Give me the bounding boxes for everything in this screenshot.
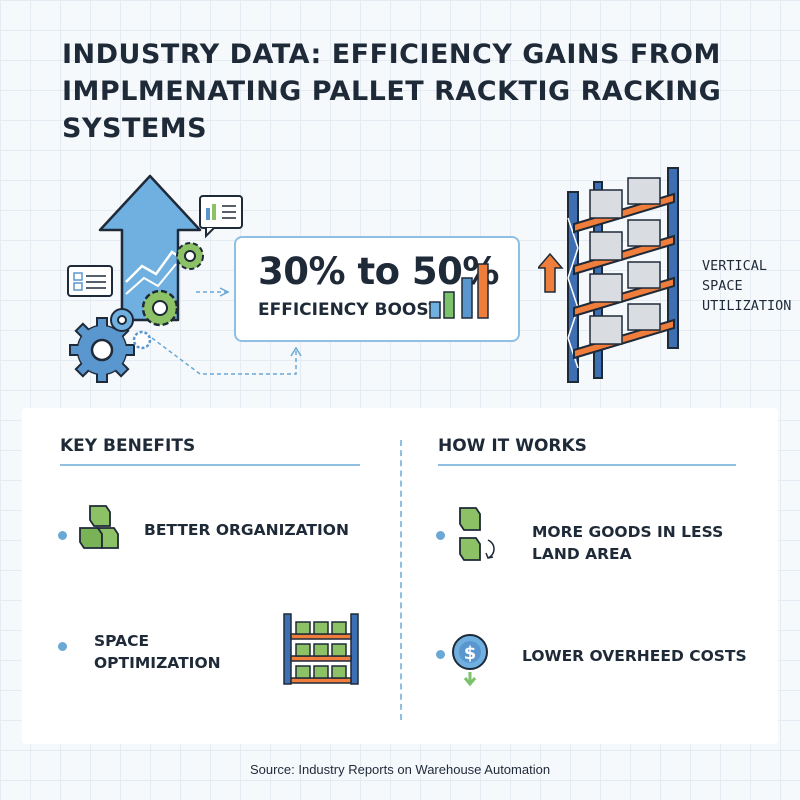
bullet-dot (436, 531, 445, 540)
pallet-rack-illustration (538, 167, 679, 383)
how-it-works-heading: HOW IT WORKS (438, 436, 587, 456)
gear-green-icon (141, 289, 179, 327)
bullet-dot (58, 642, 67, 651)
benefit-space-optimization: SPACE OPTIMIZATION (94, 632, 221, 672)
boxes-stack-arrow-icon (459, 507, 495, 561)
report-document-icon (67, 265, 113, 297)
gear-green-top-icon (176, 242, 204, 270)
gear-icon (69, 317, 135, 383)
how-it-works-rule (438, 464, 736, 466)
benefit-better-organization: BETTER ORGANIZATION (144, 521, 349, 539)
pallet-rack-icon (283, 613, 359, 685)
up-arrow-icon (538, 252, 564, 293)
benefit-lower-overhead: LOWER OVERHEED COSTS (522, 647, 747, 665)
gear-tiny-icon (132, 330, 152, 350)
chart-document-icon (199, 195, 243, 239)
title-line-2: IMPLMENATING PALLET RACKTIG RACKING SYST… (62, 76, 722, 144)
efficiency-stat-label: EFFICIENCY BOOST (258, 300, 441, 320)
bar-chart-icon (429, 263, 489, 319)
section-divider (400, 440, 402, 720)
svg-text:$: $ (464, 643, 477, 664)
title-line-1: INDUSTRY DATA: EFFICIENCY GAINS FROM (62, 39, 721, 70)
dollar-coin-down-icon: $ (452, 634, 488, 687)
gear-small-icon (110, 308, 134, 332)
page-title: INDUSTRY DATA: EFFICIENCY GAINS FROM IMP… (62, 36, 762, 147)
bullet-dot (436, 650, 445, 659)
source-note: Source: Industry Reports on Warehouse Au… (249, 762, 551, 777)
key-benefits-heading: KEY BENEFITS (60, 436, 196, 456)
bullet-dot (58, 531, 67, 540)
stacked-boxes-icon (79, 505, 119, 549)
vertical-space-label: VERTICAL SPACE UTILIZATION (702, 258, 792, 314)
key-benefits-rule (60, 464, 360, 466)
growth-gears-illustration (67, 174, 302, 383)
benefit-more-goods: MORE GOODS IN LESS LAND AREA (532, 523, 724, 563)
efficiency-stat-value: 30% to 50% (258, 250, 500, 293)
